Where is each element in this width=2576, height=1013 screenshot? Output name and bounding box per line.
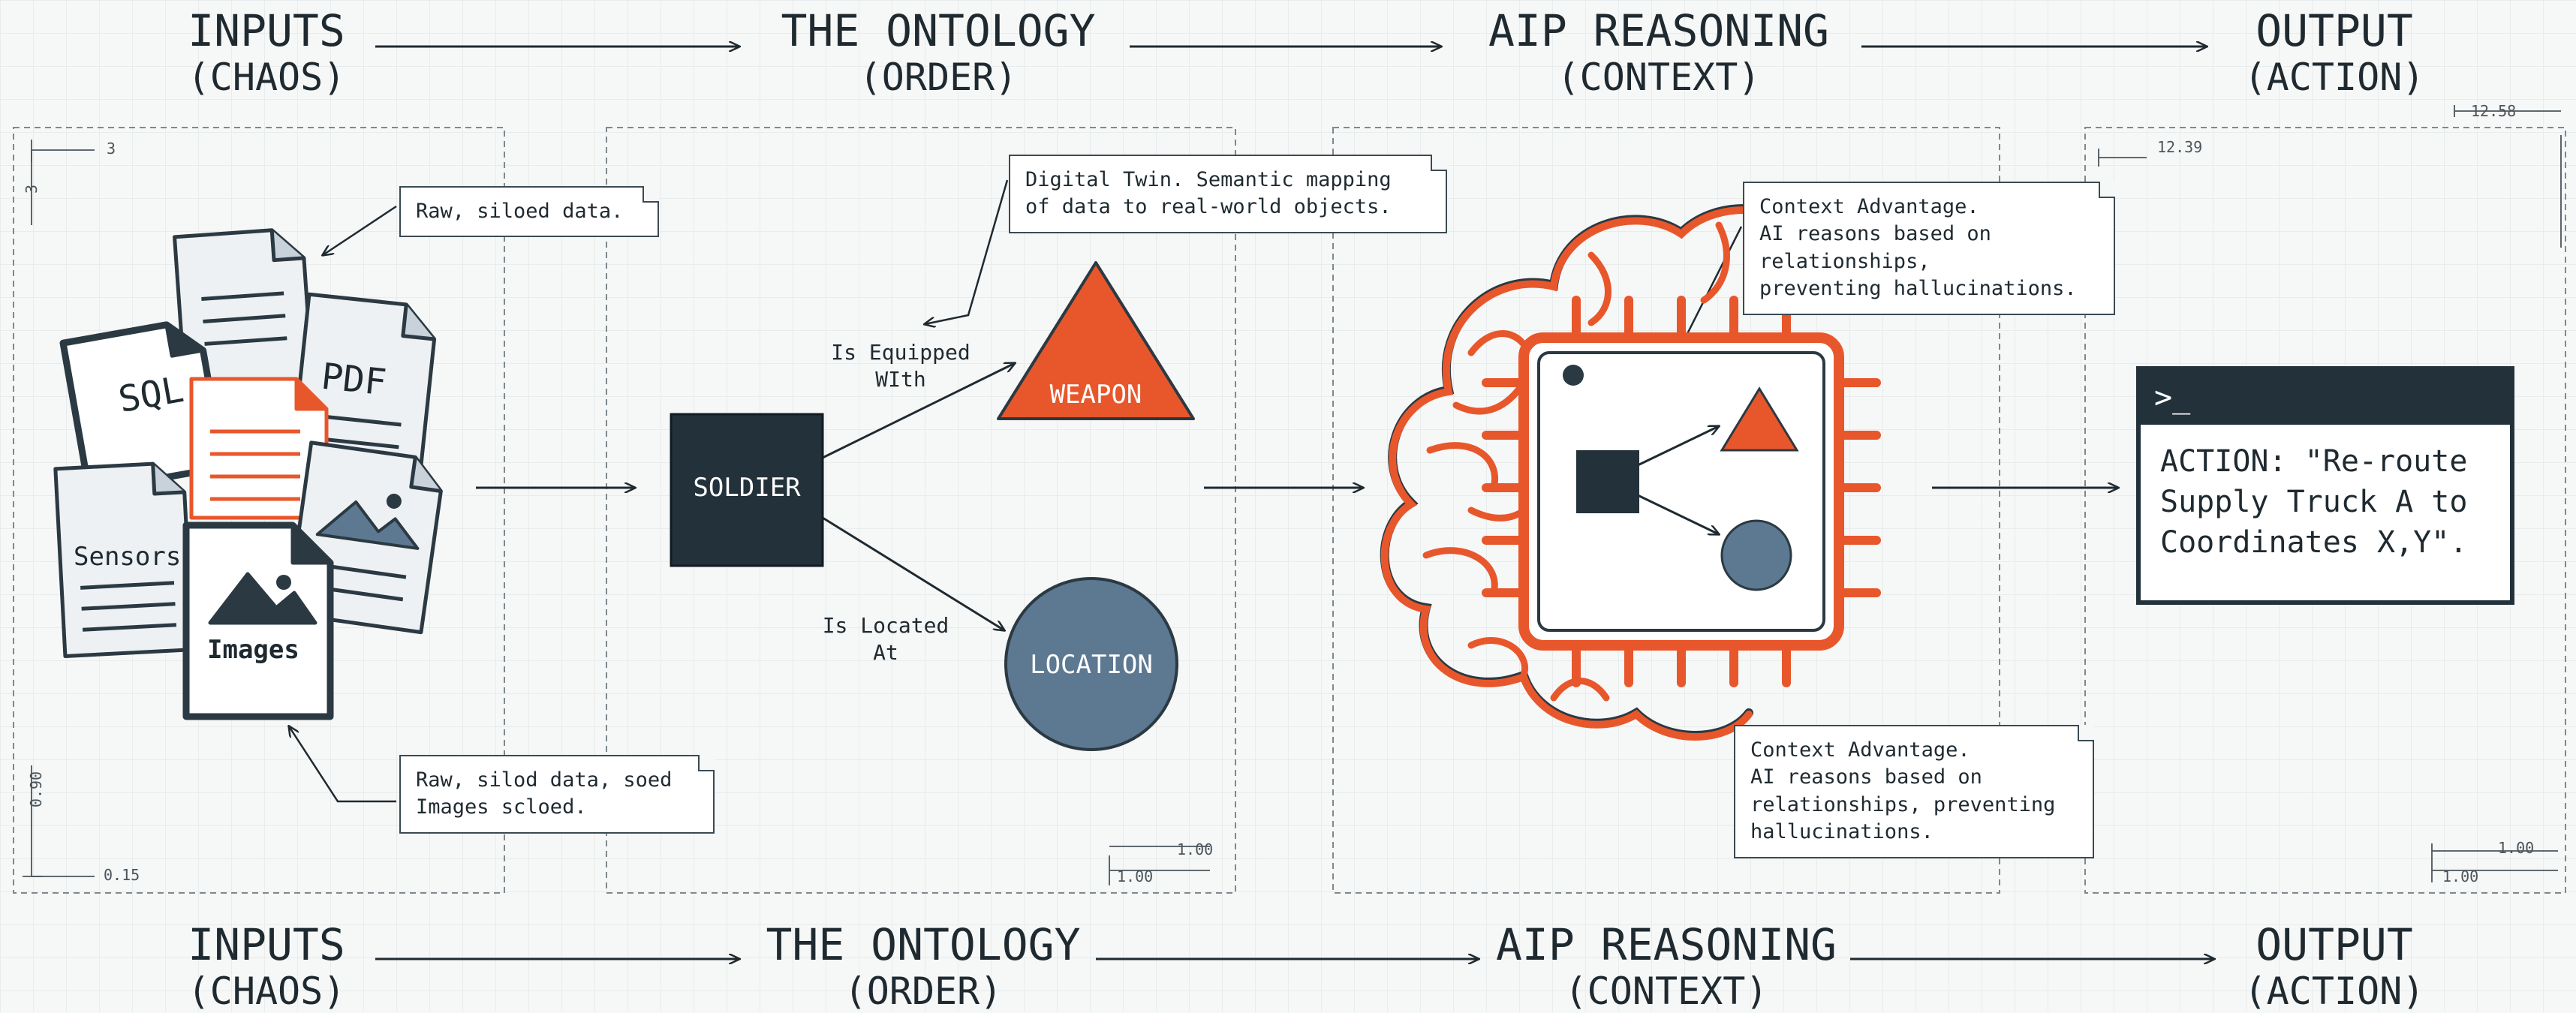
doc-orange bbox=[189, 377, 329, 520]
chip-soldier-node bbox=[1576, 450, 1639, 513]
stage-title-output-top: OUTPUT (ACTION) bbox=[2214, 6, 2454, 99]
chip-location-node bbox=[1720, 519, 1792, 591]
soldier-label: SOLDIER bbox=[693, 473, 801, 503]
output-panel bbox=[2084, 127, 2566, 894]
dim-label: 1.00 bbox=[1177, 840, 1214, 858]
dim-label: 1.00 bbox=[2442, 867, 2479, 885]
input-documents bbox=[53, 228, 443, 720]
stage-title: INPUTS bbox=[188, 919, 345, 970]
stage-title: AIP REASONING bbox=[1496, 919, 1837, 970]
callout-digital-twin: Digital Twin. Semantic mapping of data t… bbox=[1009, 155, 1447, 233]
stage-title: INPUTS bbox=[188, 5, 345, 56]
doc-sensors bbox=[53, 461, 195, 659]
stage-title-reasoning-top: AIP REASONING (CONTEXT) bbox=[1456, 6, 1861, 99]
relation-label-equipped: Is Equipped WIth bbox=[831, 340, 971, 392]
soldier-node bbox=[670, 413, 824, 567]
dim-label: 0.90 bbox=[27, 771, 46, 808]
relation-label-located: Is Located At bbox=[822, 613, 949, 666]
stage-title: OUTPUT bbox=[2256, 5, 2413, 56]
action-text: ACTION: "Re-route Supply Truck A to Coor… bbox=[2160, 444, 2468, 560]
stage-title-output-bottom: OUTPUT (ACTION) bbox=[2214, 920, 2454, 1013]
stage-subtitle: (ORDER) bbox=[844, 969, 1003, 1013]
doc-label-images: Images bbox=[207, 635, 299, 665]
weapon-label: WEAPON bbox=[1049, 380, 1142, 410]
location-label: LOCATION bbox=[1030, 650, 1153, 680]
stage-title-inputs-top: INPUTS (CHAOS) bbox=[150, 6, 383, 99]
dim-label: 12.58 bbox=[2471, 102, 2517, 120]
action-terminal: >_ ACTION: "Re-route Supply Truck A to C… bbox=[2136, 366, 2514, 605]
reasoning-panel bbox=[1332, 127, 2000, 894]
dim-label: 1.00 bbox=[2498, 839, 2535, 857]
dim-label: 12.39 bbox=[2157, 138, 2203, 156]
ontology-graph bbox=[670, 261, 1195, 751]
stage-subtitle: (CONTEXT) bbox=[1557, 55, 1761, 99]
terminal-prompt-icon: >_ bbox=[2141, 371, 2510, 425]
dim-label: 1.00 bbox=[1117, 867, 1154, 885]
callout-raw-silod-images: Raw, silod data, soed Images scloed. bbox=[399, 755, 715, 834]
stage-subtitle: (CHAOS) bbox=[187, 55, 346, 99]
stage-title-ontology-bottom: THE ONTOLOGY (ORDER) bbox=[751, 920, 1096, 1013]
location-node bbox=[1004, 577, 1178, 751]
stage-subtitle: (ORDER) bbox=[859, 55, 1018, 99]
stage-title: THE ONTOLOGY bbox=[781, 5, 1096, 56]
doc-label-sensors: Sensors bbox=[74, 542, 182, 572]
callout-context-advantage-top: Context Advantage. AI reasons based on r… bbox=[1743, 182, 2115, 315]
stage-title: THE ONTOLOGY bbox=[766, 919, 1081, 970]
stage-title-ontology-top: THE ONTOLOGY (ORDER) bbox=[751, 6, 1126, 99]
weapon-node bbox=[997, 261, 1195, 420]
stage-title-reasoning-bottom: AIP REASONING (CONTEXT) bbox=[1482, 920, 1850, 1013]
callout-context-advantage-bottom: Context Advantage. AI reasons based on r… bbox=[1734, 725, 2094, 858]
stage-title: AIP REASONING bbox=[1488, 5, 1829, 56]
edge-located bbox=[822, 516, 1004, 630]
stage-subtitle: (ACTION) bbox=[2243, 969, 2425, 1013]
dim-label: 3 bbox=[23, 184, 41, 194]
dim-label: 3 bbox=[107, 140, 116, 158]
stage-subtitle: (CHAOS) bbox=[187, 969, 346, 1013]
dim-label: 0.15 bbox=[104, 866, 140, 884]
chip-weapon-node bbox=[1720, 386, 1799, 452]
stage-panels bbox=[13, 127, 2566, 894]
doc-images bbox=[182, 522, 334, 720]
doc-label-pdf: PDF bbox=[319, 355, 389, 404]
ontology-panel bbox=[606, 127, 1236, 894]
callout-raw-siloed-data: Raw, siloed data. bbox=[399, 186, 659, 238]
stage-subtitle: (CONTEXT) bbox=[1564, 969, 1768, 1013]
brain-chip-illustration bbox=[1380, 203, 1905, 741]
stage-title-inputs-bottom: INPUTS (CHAOS) bbox=[150, 920, 383, 1013]
stage-title: OUTPUT bbox=[2256, 919, 2413, 970]
edge-equipped bbox=[822, 363, 1015, 459]
dimension-marks bbox=[23, 105, 2562, 885]
inputs-panel bbox=[13, 127, 505, 894]
stage-subtitle: (ACTION) bbox=[2243, 55, 2425, 99]
doc-text-back bbox=[173, 228, 315, 396]
